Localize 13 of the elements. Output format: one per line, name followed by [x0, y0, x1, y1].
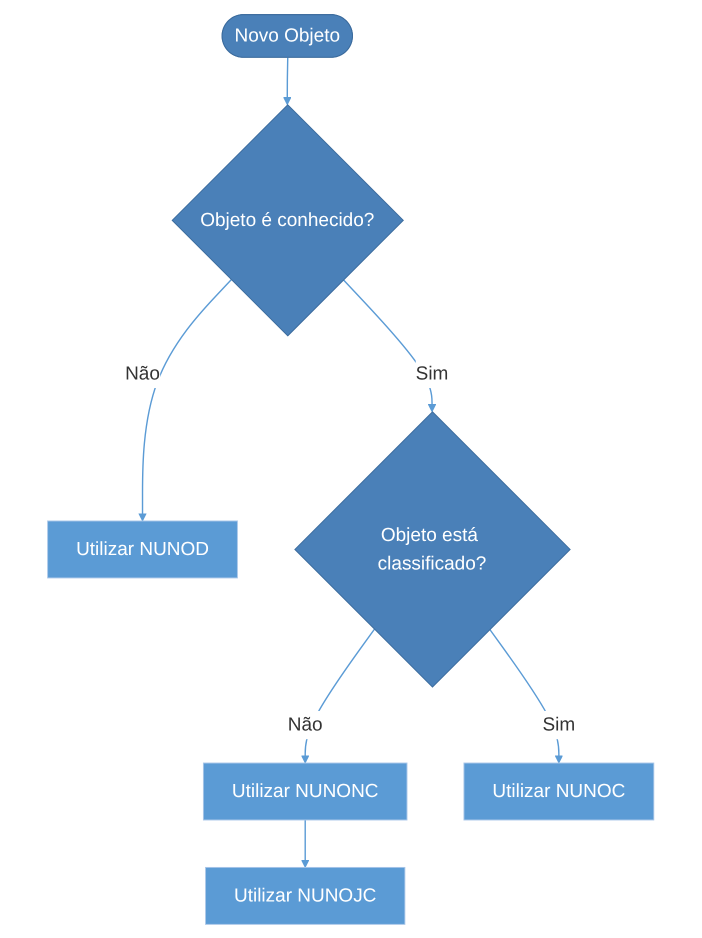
arrow [283, 57, 292, 105]
node-diamond: Objeto é conhecido? [172, 104, 404, 336]
edge-label: Não [125, 362, 160, 384]
edge-label: Sim [542, 714, 576, 735]
arrow [301, 819, 310, 868]
node-box: Utilizar NUNOJC [205, 866, 406, 924]
node-box: Utilizar NUNOD [47, 520, 238, 578]
edge-label: Não [288, 714, 323, 735]
node-box: Utilizar NUNONC [203, 762, 408, 820]
node-box: Utilizar NUNOC [464, 762, 655, 820]
node-diamond: Objeto está classificado? [294, 410, 572, 688]
arrow [138, 278, 232, 521]
edge-label: Sim [416, 362, 449, 384]
